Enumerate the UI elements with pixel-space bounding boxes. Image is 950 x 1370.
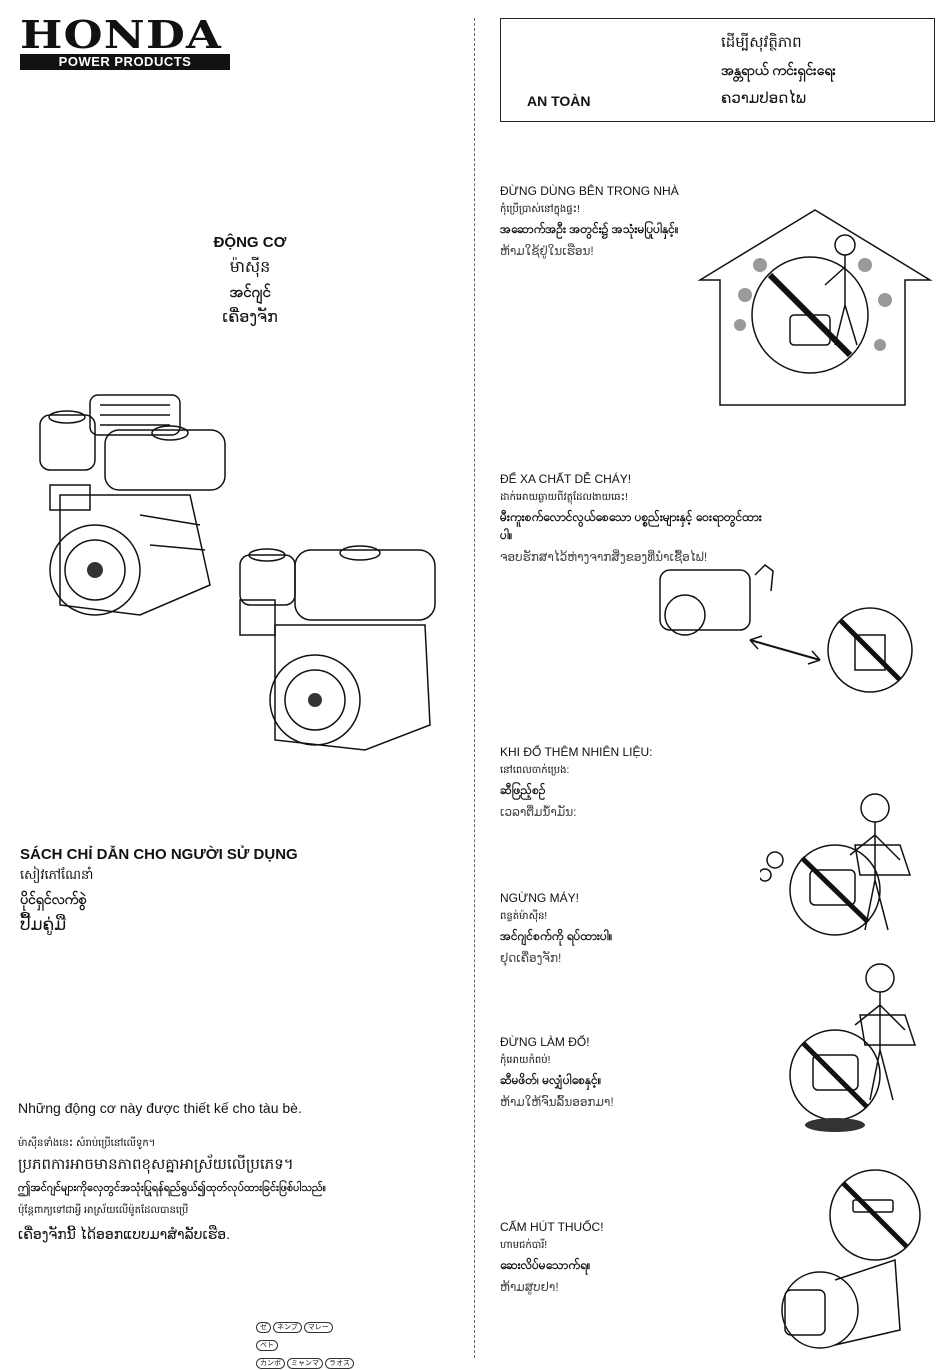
warning-lo: ຫ້າມໃຊ້ຢູ່ໃນເຮືອນ! (500, 244, 594, 258)
safety-my: အန္တရာယ် ကင်းရှင်းရေး (721, 62, 836, 78)
title-th: ម៉ាស៊ីន (229, 259, 271, 276)
lang-mark: ゼ (256, 1322, 271, 1333)
safety-label: AN TOÀN (527, 93, 591, 109)
warning-km: កុំប្រើប្រាស់នៅក្នុងផ្ទះ! (500, 204, 580, 215)
warning-lo: ເວລາຕື່ມນ້ຳມັນ: (500, 805, 577, 819)
manual-vi: SÁCH CHỈ DẪN CHO NGƯỜI SỬ DỤNG (20, 846, 298, 863)
warning-indoor: ĐỪNG DÙNG BÊN TRONG NHÀ កុំប្រើប្រាស់នៅក… (500, 184, 770, 258)
warning-my: ဆီဖြည့်စဉ် (500, 783, 546, 797)
warning-my: အင်ဂျင်စက်ကို ရပ်ထားပါ။ (500, 929, 613, 943)
warning-my: အဆောက်အဦး အတွင်း၌ အသုံးမပြုပါနှင့်။ (500, 222, 679, 236)
notice-my: ဤအင်ဂျင်များကိုလှေတွင်အသုံးပြုရန်ရည်ရွယ်… (18, 1182, 326, 1194)
notice-km: ប្រភពការអាចមានភាពខុសគ្នាអាស្រ័យលើប្រភេទ។ (18, 1156, 294, 1173)
safety-lo: ຄວາມປອດໄພ (721, 90, 806, 107)
warning-heading: ĐỪNG LÀM ĐỔ! (500, 1035, 590, 1049)
warning-heading: NGỪNG MÁY! (500, 891, 579, 905)
logo-tagline: POWER PRODUCTS (20, 54, 230, 70)
warning-my: ဆီမဖိတ်၊ မလျှံပါစေနှင့်။ (500, 1073, 602, 1087)
warning-km: ហាមជក់បារី! (500, 1240, 548, 1251)
title-my: အင်ဂျင် (229, 284, 271, 301)
title-vi: ĐỘNG CƠ (213, 234, 287, 251)
warning-km: ពន្លត់ម៉ាស៊ីន! (500, 911, 548, 922)
flammable-distance-illustration (659, 564, 913, 693)
notice-lo: ເຄື່ອງຈັກນີ້ ໄດ້ອອກແບບມາສຳລັບເຮືອ. (18, 1226, 231, 1242)
no-smoking-illustration (781, 1169, 921, 1349)
warning-heading: KHI ĐỔ THÊM NHIÊN LIỆU: (500, 745, 653, 759)
notice-km2: ប៉ុន្តែពាក្យទៅជាអ្វី អាស្រ័យលើម៉ូតដែលបាន… (18, 1205, 189, 1216)
language-marks: ゼネンブマレーベト カンボミャンマラオス (255, 1316, 355, 1370)
manual-km: សៀវភៅណែនាំ (20, 867, 94, 882)
owners-manual-title: SÁCH CHỈ DẪN CHO NGƯỜI SỬ DỤNG សៀវភៅណែនា… (20, 846, 450, 935)
warning-km: នៅពេលចាក់ប្រេង: (500, 765, 570, 776)
logo-brand: HONDA (20, 12, 223, 57)
lang-mark: ネンブ (273, 1322, 302, 1333)
indoor-prohibited-illustration (697, 209, 933, 406)
engine-illustration-small (239, 545, 436, 751)
warning-lo: ຫ້າມສູບຢາ! (500, 1280, 559, 1294)
safety-header-box: AN TOÀN ដើម្បីសុវត្ថិភាព အန္တရာယ် ကင်းရှ… (500, 18, 935, 122)
warning-km: កុំអោយកំពប់! (500, 1055, 551, 1066)
warning-heading: ĐỪNG DÙNG BÊN TRONG NHÀ (500, 184, 679, 198)
warning-heading: CẤM HÚT THUỐC! (500, 1220, 604, 1234)
stop-engine-illustration (760, 793, 912, 936)
column-divider (474, 18, 476, 1358)
warning-my: မီးကူးစက်လောင်လွယ်စေသော ပစ္စည်းများနှင့်… (500, 510, 762, 542)
warning-lo: ຈອບຮັກສາໄວ້ຫ່າງຈາກສິ່ງຂອງທີ່ນຳເຊື້ອໄຟ! (500, 550, 708, 564)
lang-mark: マレー (303, 1322, 333, 1333)
title-lo: ເຄື່ອງຈັກ (222, 309, 278, 326)
warning-lo: ຫ້າມໃຫ້ຈົນລົ້ນອອກມາ! (500, 1095, 614, 1109)
warning-heading: ĐỂ XA CHẤT DỄ CHÁY! (500, 472, 632, 486)
warning-lo: ຢຸດເຄື່ອງຈັກ! (500, 951, 562, 965)
lang-mark: ラオス (325, 1358, 354, 1369)
engine-illustration-large (39, 394, 226, 616)
document-title: ĐỘNG CƠ ម៉ាស៊ីន အင်ဂျင် ເຄື່ອງຈັກ (150, 232, 350, 332)
no-spill-illustration (789, 963, 917, 1132)
warning-refueling: KHI ĐỔ THÊM NHIÊN LIỆU: នៅពេលចាក់ប្រេង: … (500, 745, 770, 819)
warning-my: ဆေးလိပ်မသောက်ရ။ (500, 1258, 591, 1272)
honda-logo: HONDA POWER PRODUCTS (20, 16, 240, 70)
lang-mark: ベト (256, 1340, 278, 1351)
notice-th: ម៉ាស៊ីនទាំងនេះ សំរាប់ប្រើនៅលើទូក។ (18, 1138, 156, 1149)
safety-km: ដើម្បីសុវត្ថិភាព (721, 34, 802, 51)
lang-mark: ミャンマ (287, 1358, 323, 1369)
warning-flammable: ĐỂ XA CHẤT DỄ CHÁY! ដាក់អោយឆ្ងាយពីវត្ថុដ… (500, 472, 770, 564)
manual-lo: ປື້ມຄູ່ມື (20, 915, 67, 934)
marine-notice: Những động cơ này được thiết kế cho tàu … (18, 1100, 468, 1243)
warning-km: ដាក់អោយឆ្ងាយពីវត្ថុដែលងាយឆេះ! (500, 492, 628, 503)
warning-stop-engine: NGỪNG MÁY! ពន្លត់ម៉ាស៊ីន! အင်ဂျင်စက်ကို … (500, 891, 770, 965)
manual-my: ပိုင်ရှင်လက်စွဲ (20, 891, 87, 907)
notice-vi: Những động cơ này được thiết kế cho tàu … (18, 1100, 302, 1116)
warning-no-smoking: CẤM HÚT THUỐC! ហាមជក់បារី! ဆေးလိပ်မသောက်… (500, 1220, 770, 1294)
lang-mark: カンボ (256, 1358, 285, 1369)
warning-no-spill: ĐỪNG LÀM ĐỔ! កុំអោយកំពប់! ဆီမဖိတ်၊ မလျှံ… (500, 1035, 770, 1109)
